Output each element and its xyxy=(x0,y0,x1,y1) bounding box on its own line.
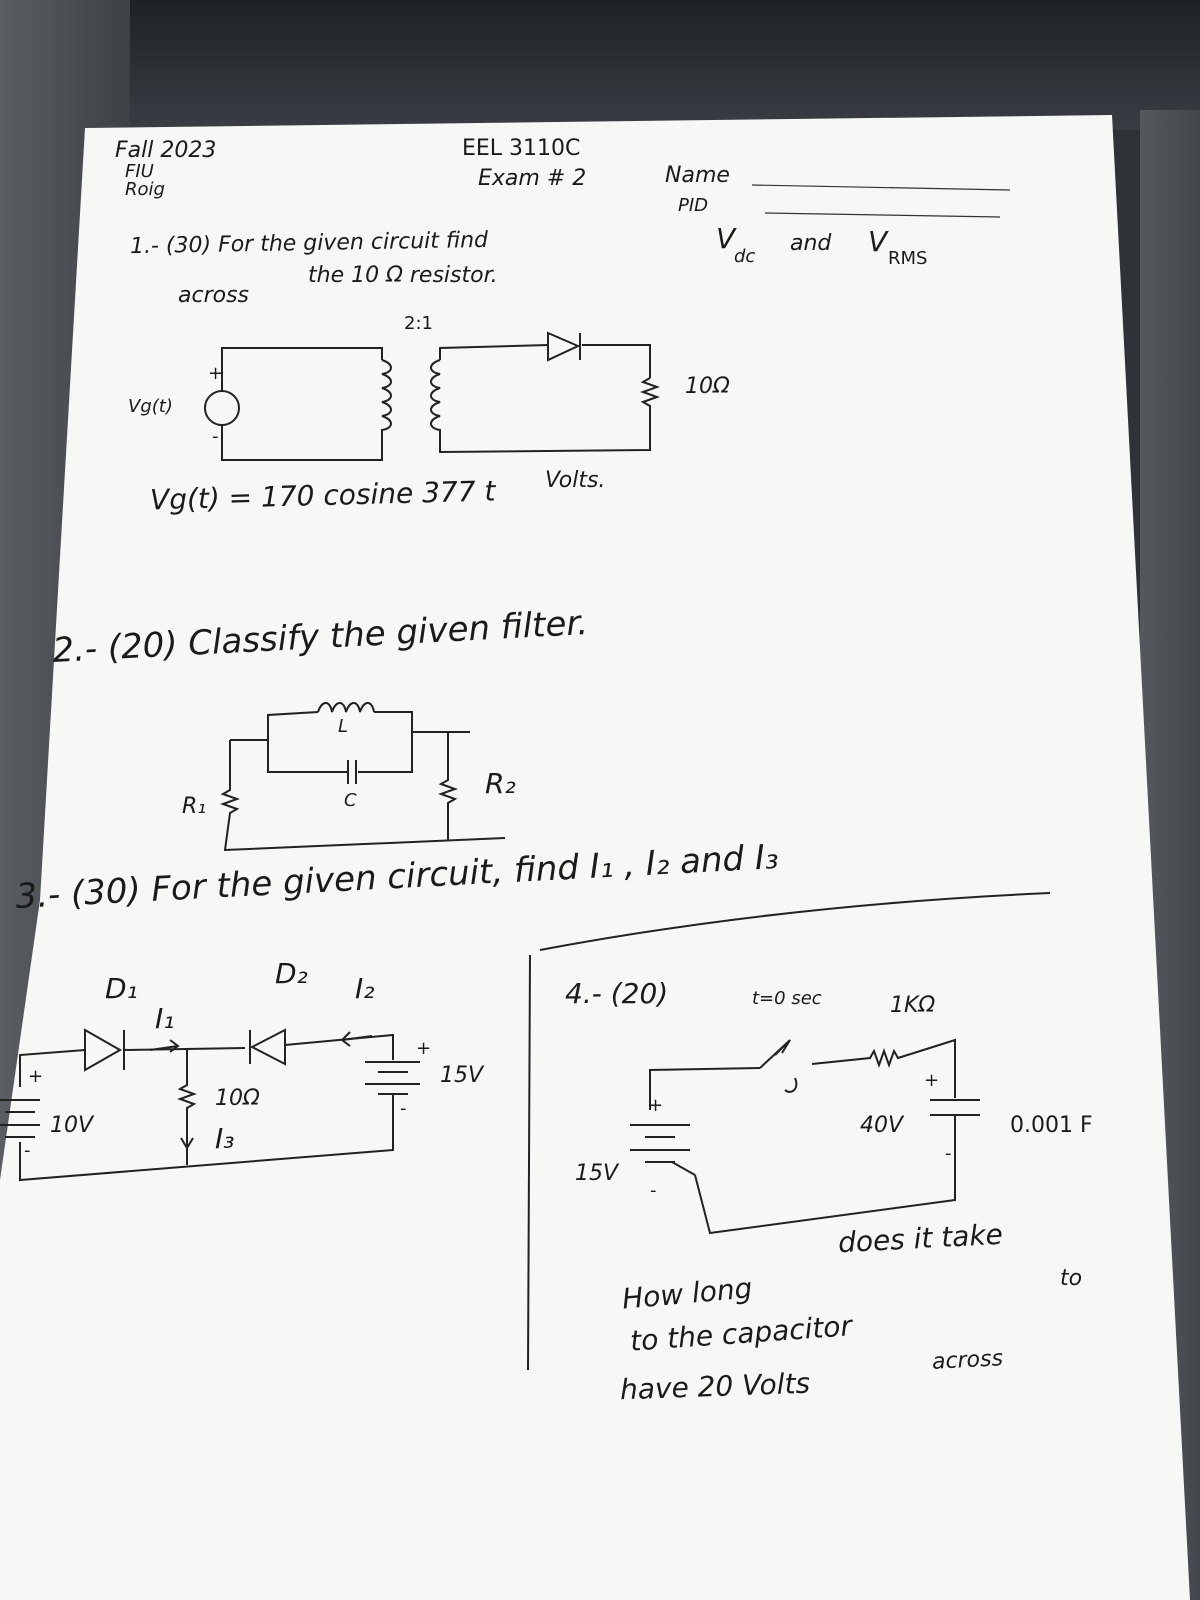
q2-wire-top-right xyxy=(358,711,413,773)
q4-wire-bottom xyxy=(694,1115,956,1235)
q1-resistor-label: 10Ω xyxy=(685,374,730,399)
q3-i3-arrow xyxy=(180,1137,194,1150)
separator-line xyxy=(539,892,1051,951)
q4-cap-label: 0.001 F xyxy=(1010,1113,1093,1138)
header-exam: Exam # 2 xyxy=(478,166,587,191)
q3-plus-10v: + xyxy=(28,1066,44,1087)
q1-vrms-sub: RMS xyxy=(888,248,928,269)
q3-label-15v: 15V xyxy=(440,1063,484,1088)
q1-diode xyxy=(547,331,581,362)
q2-r1 xyxy=(220,740,506,852)
q2-label-l: L xyxy=(338,716,349,737)
q2-wire-cap-left xyxy=(267,740,348,773)
q3-label-i2: I₂ xyxy=(355,972,375,1005)
divider-line xyxy=(527,954,531,1371)
q3-battery-15v xyxy=(365,1061,420,1095)
q1-ratio: 2:1 xyxy=(404,313,433,334)
q2-label-r1: R₁ xyxy=(182,794,207,819)
q3-label-10v: 10V xyxy=(50,1113,94,1138)
header-pid-label: PID xyxy=(678,195,709,216)
header-course: EEL 3110C xyxy=(462,136,581,161)
q2-circuit xyxy=(220,702,506,852)
q1-secondary-coil xyxy=(430,359,441,440)
q4-question-c: to xyxy=(1060,1266,1083,1291)
q3-wire-left xyxy=(19,1049,86,1087)
q3-label-i3: I₃ xyxy=(215,1122,235,1155)
q4-number: 4.- (20) xyxy=(565,977,669,1010)
q2-label-r2: R₂ xyxy=(485,767,516,800)
header-school: FIU xyxy=(125,161,154,182)
q4-switch xyxy=(759,1039,791,1069)
q1-vdc-sub: dc xyxy=(734,246,756,267)
q1-secondary-wire-b xyxy=(582,344,651,378)
q4-minus-15v: - xyxy=(650,1180,657,1201)
q4-resistor xyxy=(811,1038,956,1098)
q3-label-d2: D₂ xyxy=(275,957,308,990)
q4-label-15v: 15V xyxy=(575,1161,619,1186)
q1-circuit xyxy=(204,331,660,461)
q1-primary-coil xyxy=(381,359,392,440)
q1-primary-wire-bottom xyxy=(221,425,383,461)
q4-plus-cap: + xyxy=(924,1070,940,1091)
q4-label-40v: 40V xyxy=(860,1113,904,1138)
q4-plus-15v: + xyxy=(648,1095,664,1116)
q4-question-e: have 20 Volts xyxy=(619,1366,811,1407)
q3-plus-15v: + xyxy=(416,1038,432,1059)
q3-d2 xyxy=(249,1028,286,1066)
q3-wire-mid xyxy=(123,1047,246,1051)
q1-source-label: Vg(t) xyxy=(128,396,173,417)
q1-volts: Volts. xyxy=(545,468,606,493)
q4-battery xyxy=(630,1124,696,1176)
q2-inductor xyxy=(317,702,375,713)
q2-label-c: C xyxy=(344,790,357,811)
q4-resistor-label: 1KΩ xyxy=(890,993,936,1018)
q3-label-i1: I₁ xyxy=(155,1002,175,1035)
q4-question-f: across xyxy=(931,1346,1004,1375)
q3-circuit xyxy=(0,1028,420,1182)
q1-secondary-wire-a xyxy=(439,344,549,360)
q2-r2 xyxy=(438,732,458,840)
q3-i1-arrow xyxy=(149,1039,180,1053)
q1-plus: + xyxy=(208,363,224,384)
q1-across: across xyxy=(178,283,250,308)
q1-resistor-text: the 10 Ω resistor. xyxy=(308,263,498,288)
header-instructor: Roig xyxy=(125,179,165,200)
q1-vdc: V xyxy=(716,222,736,255)
q1-primary-wire-top xyxy=(221,347,383,391)
q4-switch-arc xyxy=(784,1077,798,1093)
q3-wire-bottom xyxy=(19,1094,394,1182)
header-name-label: Name xyxy=(665,163,730,188)
q3-i2-arrow xyxy=(340,1031,373,1047)
q4-wire-top-left xyxy=(649,1067,761,1110)
paper-shape xyxy=(0,115,1190,1600)
q3-minus-10v: - xyxy=(24,1140,31,1161)
desk-background-top xyxy=(0,0,1200,130)
q1-and: and xyxy=(790,231,832,256)
header-term: Fall 2023 xyxy=(115,138,217,163)
q3-minus-15v: - xyxy=(400,1098,407,1119)
q3-resistor xyxy=(177,1050,197,1165)
q1-minus: - xyxy=(212,426,219,447)
q3-label-10ohm: 10Ω xyxy=(215,1086,260,1111)
q4-circuit xyxy=(630,1038,980,1235)
q2-wire-top-left xyxy=(230,711,319,741)
q4-question-a: does it take xyxy=(837,1217,1004,1260)
q1-resistor xyxy=(439,377,660,454)
q4-minus-cap: - xyxy=(945,1143,952,1164)
name-line xyxy=(751,184,1011,191)
q3-wire-right xyxy=(284,1033,394,1060)
q3-battery-10v xyxy=(0,1099,40,1138)
pid-line xyxy=(764,212,1001,218)
q1-vrms: V xyxy=(868,225,888,258)
q4-t0: t=0 sec xyxy=(752,988,822,1009)
q3-label-d1: D₁ xyxy=(105,972,138,1005)
